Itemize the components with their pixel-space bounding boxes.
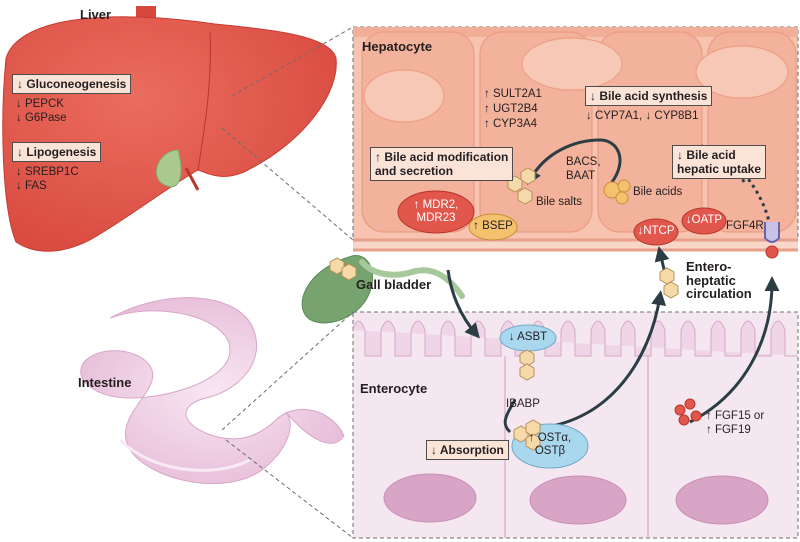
ibabp-label: IBABP bbox=[506, 398, 540, 410]
pepck-label: ↓ PEPCK bbox=[16, 98, 64, 110]
entero-line: Entero- bbox=[686, 259, 732, 274]
mdr-transporter: ↑ MDR2, MDR23 bbox=[398, 199, 474, 225]
enterohepatic-label: Entero- heptatic circulation bbox=[686, 260, 752, 301]
g6pase-label: ↓ G6Pase bbox=[16, 112, 67, 124]
modification-line-2: and secretion bbox=[375, 164, 454, 178]
mdr23-line: MDR23 bbox=[416, 212, 456, 224]
bacs-baat-label: BACS, BAAT bbox=[566, 156, 601, 183]
bile-acid-molecules bbox=[329, 167, 679, 451]
fgf-dots bbox=[674, 398, 702, 426]
intestine-label: Intestine bbox=[78, 375, 132, 390]
oatp-transporter: ↓OATP bbox=[685, 214, 723, 226]
hepatocyte-nuclei bbox=[363, 37, 789, 123]
absorption-box: ↓ Absorption bbox=[426, 440, 509, 460]
modification-line-1: ↑ Bile acid modification bbox=[375, 150, 509, 164]
bsep-transporter: ↑ BSEP bbox=[473, 220, 513, 232]
fgf-label: ↑ FGF15 or ↑ FGF19 bbox=[706, 410, 764, 437]
srebp1c-label: ↓ SREBP1C bbox=[16, 166, 79, 178]
fas-label: ↓ FAS bbox=[16, 180, 47, 192]
heptatic-line: heptatic bbox=[686, 272, 736, 288]
enterocyte-nuclei bbox=[383, 473, 769, 525]
ost-alpha-line: ↑ OSTα, bbox=[528, 432, 572, 444]
hepatocyte-label: Hepatocyte bbox=[362, 39, 433, 54]
uptake-line-1: ↓ Bile acid bbox=[677, 148, 736, 162]
ost-beta-line: OSTβ bbox=[534, 445, 566, 457]
synthesis-box: ↓ Bile acid synthesis bbox=[585, 86, 713, 106]
sult2a1-label: ↑ SULT2A1 bbox=[484, 88, 542, 100]
enterocyte-panel bbox=[352, 311, 799, 539]
cyp-genes-label: ↓ CYP7A1, ↓ CYP8B1 bbox=[586, 110, 699, 122]
enterocyte-label: Enterocyte bbox=[360, 381, 428, 396]
bacs-line: BACS, bbox=[566, 156, 601, 168]
ost-transporter: ↑ OSTα, OSTβ bbox=[512, 432, 588, 458]
circulation-line: circulation bbox=[686, 286, 752, 301]
ugt2b4-label: ↑ UGT2B4 bbox=[484, 103, 538, 115]
lipogenesis-box: ↓ Lipogenesis bbox=[12, 142, 102, 162]
fgf4r-label: FGF4R bbox=[726, 220, 764, 232]
hepatocyte-panel bbox=[352, 26, 799, 252]
fgf19-line: ↑ FGF19 bbox=[706, 423, 751, 436]
intestine-organ bbox=[80, 297, 345, 484]
bile-acids-label: Bile acids bbox=[633, 186, 683, 198]
cyp3a4-label: ↑ CYP3A4 bbox=[484, 118, 538, 130]
ntcp-transporter: ↓NTCP bbox=[637, 225, 675, 237]
baat-line: BAAT bbox=[566, 169, 596, 182]
fgf15-line: ↑ FGF15 or bbox=[706, 410, 765, 422]
mdr2-line: ↑ MDR2, bbox=[413, 199, 459, 211]
uptake-line-2: hepatic uptake bbox=[677, 162, 762, 176]
liver-label: Liver bbox=[80, 7, 112, 22]
gluconeogenesis-box: ↓ Gluconeogenesis bbox=[12, 74, 132, 94]
bile-salts-label: Bile salts bbox=[536, 196, 583, 208]
fgf4r-receptor bbox=[764, 222, 780, 259]
gall-bladder-label: Gall bladder bbox=[356, 277, 432, 292]
uptake-box: ↓ Bile acid hepatic uptake bbox=[672, 145, 767, 179]
liver-organ bbox=[2, 6, 337, 252]
bile-acid-beads bbox=[603, 179, 631, 205]
modification-box: ↑ Bile acid modification and secretion bbox=[370, 147, 514, 181]
asbt-transporter: ↓ ASBT bbox=[508, 331, 548, 343]
